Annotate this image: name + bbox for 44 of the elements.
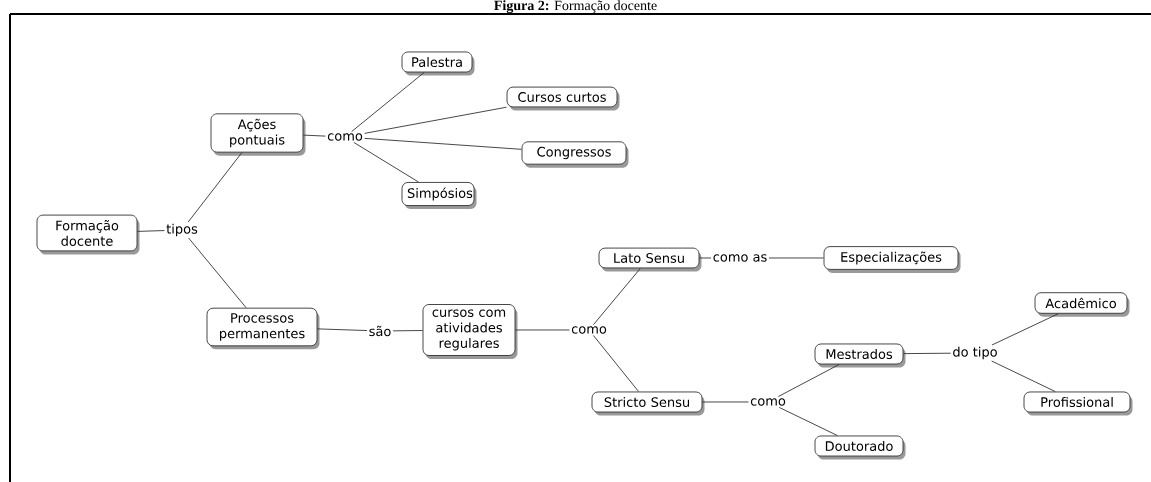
linking-phrase: são bbox=[369, 325, 391, 337]
connector-line bbox=[768, 257, 824, 259]
linking-phrase: tipos bbox=[166, 223, 198, 237]
concept-box: Doutorado bbox=[814, 435, 906, 460]
connector-line bbox=[592, 335, 640, 392]
connector-line bbox=[778, 407, 838, 436]
connector-line bbox=[137, 230, 165, 232]
concept-box: Especializações bbox=[823, 246, 961, 273]
concept-box: Formação docente bbox=[36, 214, 140, 255]
connector-line bbox=[991, 313, 1059, 346]
connector-line bbox=[353, 142, 419, 183]
connector-line bbox=[702, 401, 749, 403]
connector-line bbox=[991, 360, 1056, 392]
concept-box: Palestra bbox=[401, 51, 475, 76]
concept-box: Simpósios bbox=[401, 182, 477, 210]
linking-phrase: como bbox=[750, 398, 786, 406]
connector-line bbox=[903, 352, 952, 355]
concept-box: Acadêmico bbox=[1034, 292, 1130, 317]
connector-line bbox=[351, 72, 425, 132]
connector-line bbox=[392, 330, 423, 332]
connector-line bbox=[188, 237, 247, 309]
concept-box: Processos permanentes bbox=[206, 307, 320, 350]
concept-box: Congressos bbox=[521, 141, 629, 168]
linking-phrase: como bbox=[327, 133, 363, 141]
connector-line bbox=[364, 106, 507, 134]
connector-line bbox=[777, 364, 840, 397]
concept-box: Profissional bbox=[1023, 391, 1133, 416]
connector-line bbox=[187, 152, 243, 223]
concept-box: Mestrados bbox=[814, 343, 906, 368]
connector-line bbox=[303, 134, 326, 137]
figure-title: Figura 2: Formação docente bbox=[494, 0, 657, 14]
linking-phrase: como as bbox=[713, 254, 767, 262]
linking-phrase: do tipo bbox=[953, 346, 997, 360]
linking-phrase: como bbox=[571, 326, 607, 334]
connector-line bbox=[515, 329, 570, 331]
connector-line bbox=[317, 328, 368, 331]
concept-box: Lato Sensu bbox=[598, 247, 702, 272]
connector-line bbox=[364, 137, 522, 150]
connector-line bbox=[593, 267, 641, 325]
connector-line bbox=[699, 257, 712, 259]
concept-box: Stricto Sensu bbox=[591, 391, 705, 416]
concept-box: Cursos curtos bbox=[506, 86, 620, 111]
concept-box: cursos com atividades regulares bbox=[422, 304, 518, 359]
concept-box: Ações pontuais bbox=[210, 113, 306, 156]
